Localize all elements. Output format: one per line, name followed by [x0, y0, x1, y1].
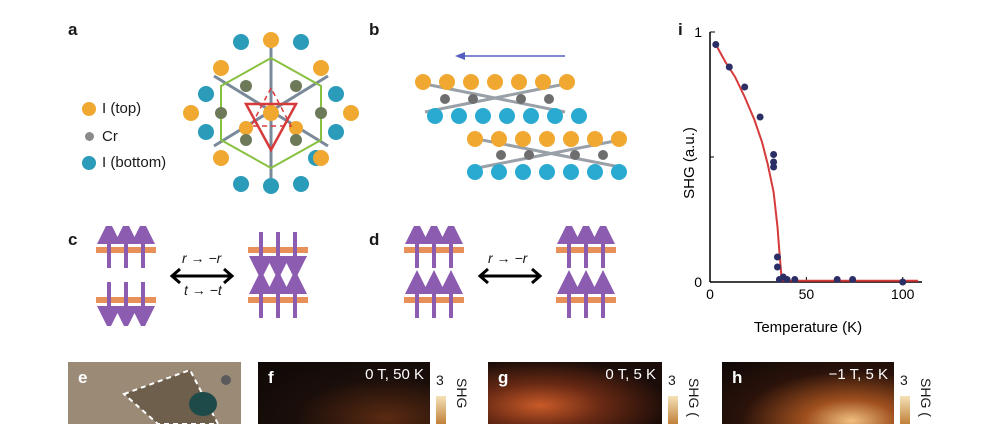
- data-point: [833, 276, 841, 283]
- colorbar-g: [668, 396, 678, 424]
- y-tick-label: 1: [694, 24, 702, 40]
- colorbar-label: SHG: [454, 378, 470, 409]
- x-tick-label: 50: [799, 286, 815, 302]
- hexagon-outline: [220, 56, 322, 170]
- panel-label-h: h: [732, 368, 743, 387]
- panel-label-f: f: [268, 368, 274, 387]
- colorbar-max: 3: [900, 372, 908, 388]
- image-condition-label: −1 T, 5 K: [828, 366, 888, 383]
- legend-item-i-top: I (top): [82, 100, 141, 117]
- legend-item-cr: Cr: [82, 128, 118, 145]
- spin-diagram-d: [404, 226, 616, 318]
- y-axis-label: SHG (a.u.): [681, 127, 698, 199]
- data-point: [849, 276, 857, 283]
- iodine-top-icon: [82, 101, 96, 116]
- data-point: [791, 276, 799, 283]
- shg-image-g: g 0 T, 5 K: [488, 362, 662, 424]
- data-point: [756, 113, 764, 121]
- colorbar-max: 3: [668, 372, 676, 388]
- fit-curve: [714, 44, 919, 282]
- image-condition-label: 0 T, 50 K: [365, 366, 424, 383]
- operation-label-time: t → −t: [184, 282, 222, 298]
- data-point: [783, 276, 791, 283]
- colorbar-label: SHG (: [686, 378, 702, 417]
- panel-label-c: c: [68, 230, 78, 249]
- legend-label: I (top): [102, 100, 142, 117]
- colorbar-max: 3: [436, 372, 444, 388]
- chromium-icon: [85, 132, 94, 141]
- data-point: [773, 253, 781, 261]
- panel-label-e: e: [78, 368, 88, 387]
- data-point: [899, 278, 907, 286]
- iodine-bottom-icon: [82, 155, 96, 170]
- panel-label-b: b: [369, 20, 380, 39]
- image-condition-label: 0 T, 5 K: [605, 366, 656, 383]
- data-point: [773, 263, 781, 271]
- shg-image-f: f 0 T, 50 K: [258, 362, 430, 424]
- x-tick-label: 0: [706, 286, 714, 302]
- legend-label: I (bottom): [102, 154, 167, 171]
- legend-item-i-bottom: I (bottom): [82, 154, 166, 171]
- crystal-structure-top-view: [183, 32, 359, 194]
- panel-label-a: a: [68, 20, 78, 39]
- data-point: [725, 63, 733, 71]
- data-point: [712, 41, 720, 48]
- shg-temperature-chart: 0 50 100 0 1 Temperature (K) SHG (a.u.): [681, 24, 922, 336]
- data-point: [770, 158, 778, 166]
- y-tick-label: 0: [694, 274, 702, 290]
- spin-diagram-c: [96, 226, 308, 326]
- panel-label-g: g: [498, 368, 509, 387]
- operation-label-space: r → −r: [488, 250, 528, 266]
- operation-label-space: r → −r: [182, 250, 222, 266]
- shg-image-h: h −1 T, 5 K: [722, 362, 894, 424]
- legend-label: Cr: [102, 128, 118, 145]
- colorbar-h: [900, 396, 910, 424]
- inversion-triangle: [243, 102, 299, 153]
- data-point: [770, 151, 778, 158]
- optical-image-e: e: [68, 362, 241, 424]
- panel-label-d: d: [369, 230, 380, 249]
- bilayer-side-view: [415, 52, 627, 180]
- data-point: [770, 163, 778, 171]
- x-axis-label: Temperature (K): [754, 319, 862, 336]
- panel-label-i: i: [678, 20, 683, 39]
- colorbar-f: [436, 396, 446, 424]
- data-point: [741, 83, 749, 91]
- x-tick-label: 100: [891, 286, 915, 302]
- colorbar-label: SHG (: [918, 378, 934, 417]
